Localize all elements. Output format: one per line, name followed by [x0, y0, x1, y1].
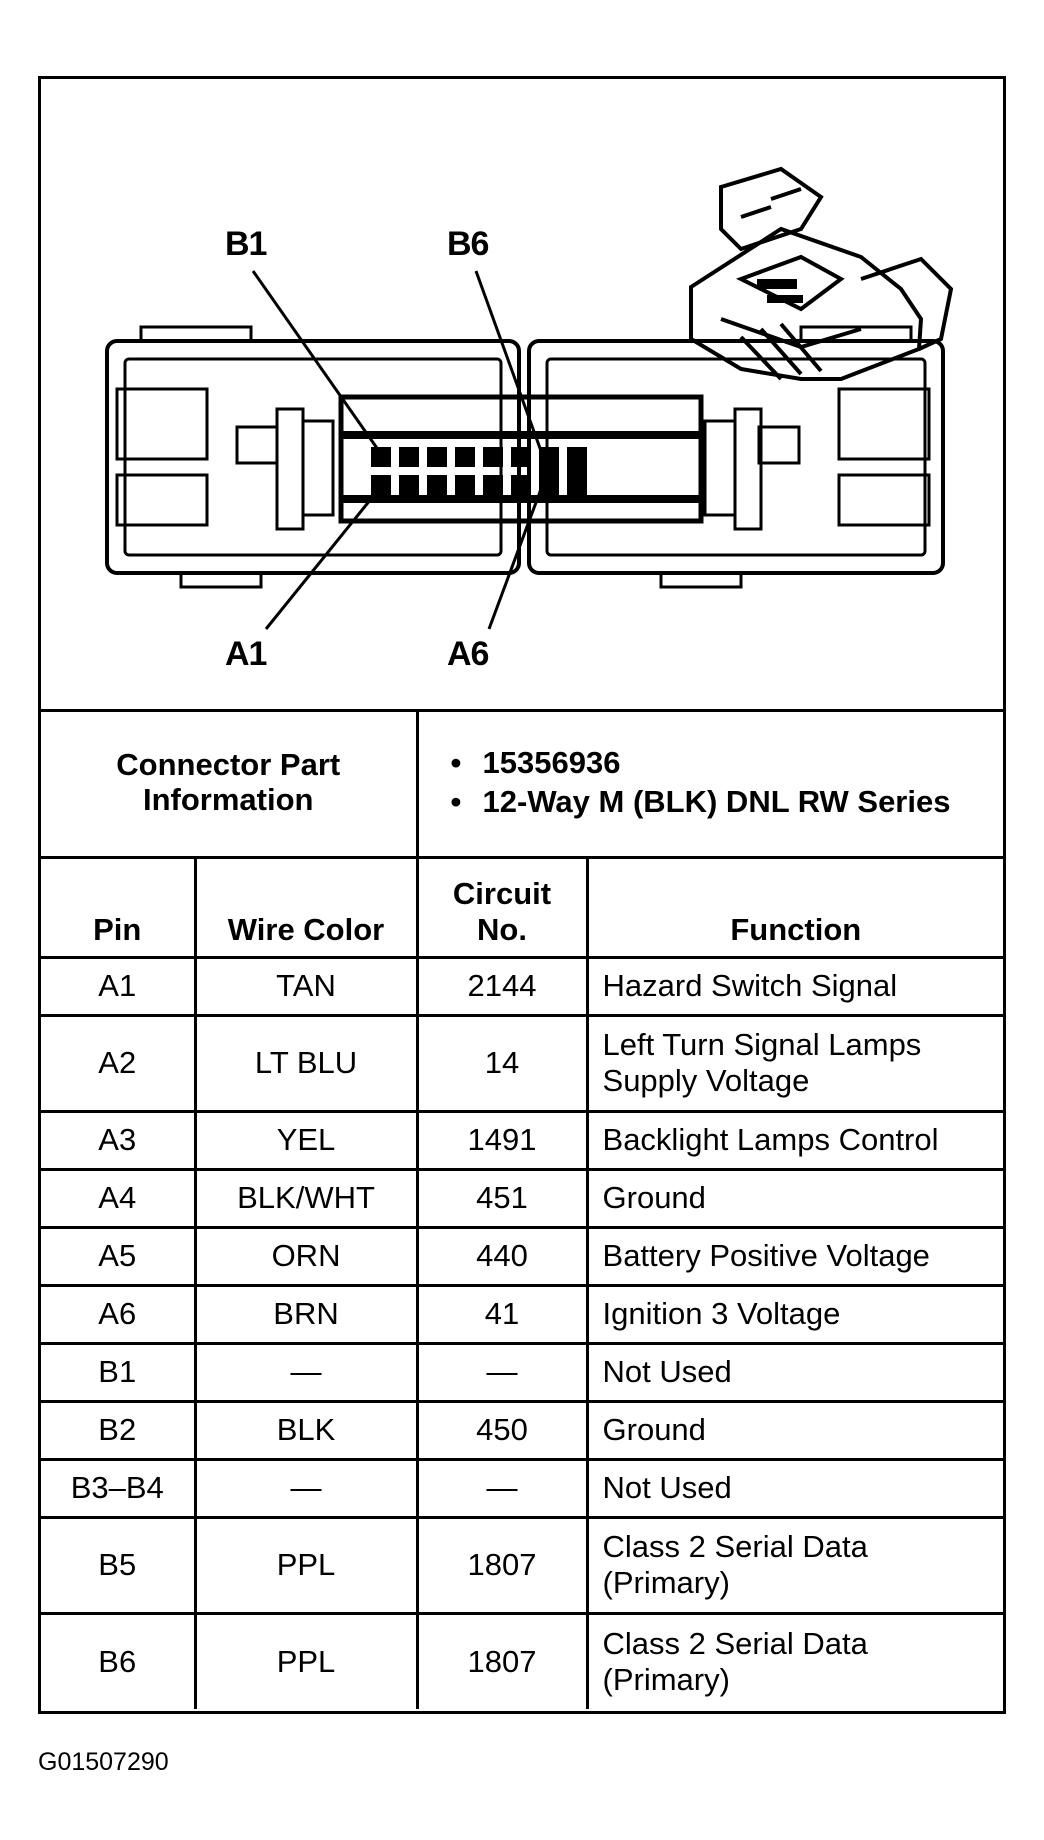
wire-color-cell: TAN	[193, 955, 419, 1017]
header-circuit-no: Circuit No.	[415, 855, 589, 959]
pin-cell: B6	[41, 1611, 197, 1709]
pin-cell: A1	[41, 955, 197, 1017]
header-pin: Pin	[41, 855, 197, 959]
figure-code: G01507290	[38, 1748, 169, 1776]
connector-description: 12-Way M (BLK) DNL RW Series	[447, 784, 998, 820]
function-cell: Backlight Lamps Control	[585, 1109, 1004, 1171]
circuit-cell: 451	[415, 1167, 589, 1229]
pin-cell: B2	[41, 1399, 197, 1461]
function-cell: Class 2 Serial Data (Primary)	[585, 1611, 1004, 1709]
function-cell: Hazard Switch Signal	[585, 955, 1004, 1017]
table-row: A5 ORN 440 Battery Positive Voltage	[41, 1225, 1004, 1287]
table-row: A2 LT BLU 14 Left Turn Signal Lamps Supp…	[41, 1013, 1004, 1113]
circuit-cell: 440	[415, 1225, 589, 1287]
wire-color-cell: ORN	[193, 1225, 419, 1287]
function-cell: Battery Positive Voltage	[585, 1225, 1004, 1287]
pin-label-a6: A6	[447, 635, 489, 673]
connector-perspective-sketch	[689, 166, 954, 381]
wire-color-cell: PPL	[193, 1515, 419, 1615]
circuit-cell: 1807	[415, 1611, 589, 1709]
pin-cell: B1	[41, 1341, 197, 1403]
table-row: A6 BRN 41 Ignition 3 Voltage	[41, 1283, 1004, 1345]
pin-cell: B3–B4	[41, 1457, 197, 1519]
circuit-cell: —	[415, 1457, 589, 1519]
function-cell: Ground	[585, 1167, 1004, 1229]
table-header-row: Pin Wire Color Circuit No. Function	[41, 855, 1004, 959]
wire-color-cell: —	[193, 1341, 419, 1403]
connector-info-row: Connector Part Information 15356936 12-W…	[41, 709, 1004, 859]
table-row: B3–B4 — — Not Used	[41, 1457, 1004, 1519]
pin-label-b1: B1	[225, 225, 267, 263]
circuit-cell: 1807	[415, 1515, 589, 1615]
function-cell: Ground	[585, 1399, 1004, 1461]
wire-color-cell: BLK/WHT	[193, 1167, 419, 1229]
table-row: B1 — — Not Used	[41, 1341, 1004, 1403]
wire-color-cell: YEL	[193, 1109, 419, 1171]
table-row: A4 BLK/WHT 451 Ground	[41, 1167, 1004, 1229]
connector-diagram: B1 B6 A1 A6	[41, 79, 1003, 712]
connector-part-number: 15356936	[447, 745, 998, 781]
circuit-cell: 2144	[415, 955, 589, 1017]
table-row: A1 TAN 2144 Hazard Switch Signal	[41, 955, 1004, 1017]
circuit-cell: 41	[415, 1283, 589, 1345]
wire-color-cell: LT BLU	[193, 1013, 419, 1113]
wire-color-cell: PPL	[193, 1611, 419, 1709]
pin-cell: A3	[41, 1109, 197, 1171]
connector-info-list: 15356936 12-Way M (BLK) DNL RW Series	[415, 709, 1004, 859]
table-row: A3 YEL 1491 Backlight Lamps Control	[41, 1109, 1004, 1171]
function-cell: Left Turn Signal Lamps Supply Voltage	[585, 1013, 1004, 1113]
circuit-cell: 450	[415, 1399, 589, 1461]
pin-cell: A5	[41, 1225, 197, 1287]
function-cell: Not Used	[585, 1341, 1004, 1403]
terminal-cells	[371, 447, 587, 495]
pin-cell: A4	[41, 1167, 197, 1229]
function-cell: Ignition 3 Voltage	[585, 1283, 1004, 1345]
circuit-cell: —	[415, 1341, 589, 1403]
wire-color-cell: BRN	[193, 1283, 419, 1345]
pin-label-a1: A1	[225, 635, 267, 673]
header-wire-color: Wire Color	[193, 855, 419, 959]
connector-info-label: Connector Part Information	[41, 709, 419, 859]
pin-cell: B5	[41, 1515, 197, 1615]
wire-color-cell: —	[193, 1457, 419, 1519]
circuit-cell: 14	[415, 1013, 589, 1113]
function-cell: Not Used	[585, 1457, 1004, 1519]
table-row: B6 PPL 1807 Class 2 Serial Data (Primary…	[41, 1611, 1004, 1709]
pin-cell: A6	[41, 1283, 197, 1345]
function-cell: Class 2 Serial Data (Primary)	[585, 1515, 1004, 1615]
wire-color-cell: BLK	[193, 1399, 419, 1461]
pinout-table: Connector Part Information 15356936 12-W…	[41, 709, 1004, 1709]
pin-leader-lines	[251, 270, 543, 630]
header-function: Function	[585, 855, 1004, 959]
pin-cell: A2	[41, 1013, 197, 1113]
table-row: B5 PPL 1807 Class 2 Serial Data (Primary…	[41, 1515, 1004, 1615]
connector-figure: B1 B6 A1 A6 Connector Part Information 1…	[38, 76, 1006, 1714]
circuit-cell: 1491	[415, 1109, 589, 1171]
connector-drawing	[105, 166, 954, 630]
table-row: B2 BLK 450 Ground	[41, 1399, 1004, 1461]
pin-label-b6: B6	[447, 225, 489, 263]
